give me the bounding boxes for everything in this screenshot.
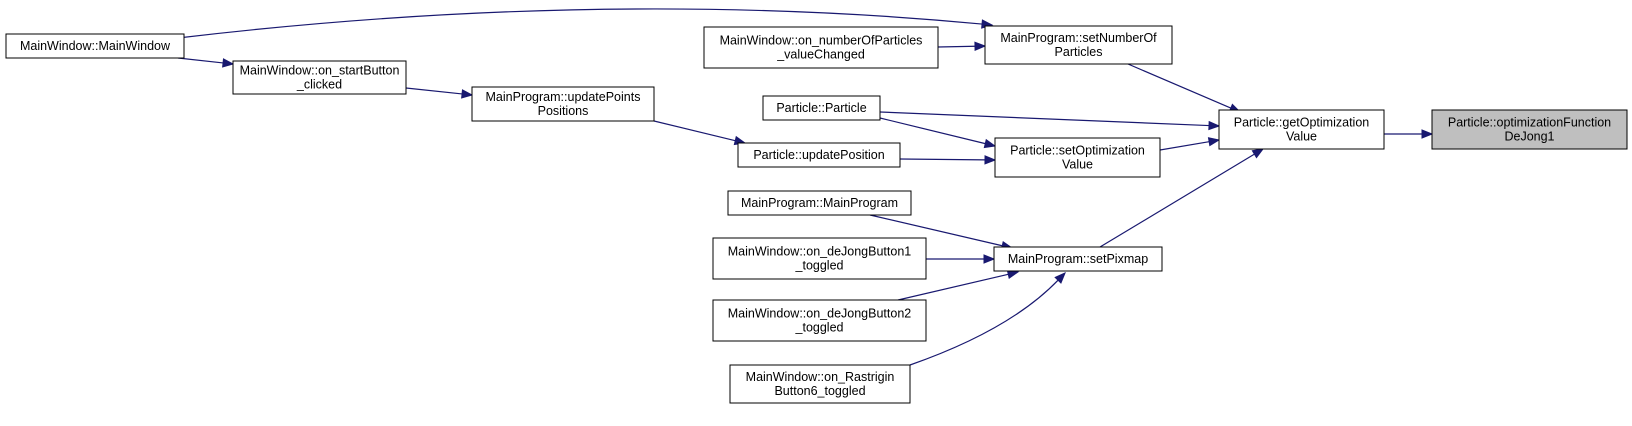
edge-line (869, 214, 1003, 247)
node-label: _clicked (296, 78, 342, 92)
arrowhead-icon (222, 58, 235, 68)
edge-line (937, 45, 976, 48)
arrowhead-icon (983, 138, 997, 149)
node-label: MainWindow::on_deJongButton1 (728, 245, 912, 259)
node-box (703, 26, 939, 69)
edge-line (897, 273, 1009, 301)
edge-mp_pix-to-p_getopt (1099, 148, 1265, 248)
arrowhead-icon (1208, 120, 1221, 131)
node-label: MainWindow::on_deJongButton2 (728, 307, 912, 321)
edge-line (1099, 153, 1255, 248)
edge-mp_setnum-to-p_getopt (1127, 63, 1242, 113)
edge-mw_start-to-mp_update (405, 87, 474, 99)
node-box (737, 142, 901, 168)
node-label: Value (1062, 158, 1093, 172)
node-label: Particle::setOptimization (1010, 144, 1145, 158)
node-mw-dj2[interactable]: MainWindow::on_deJongButton2_toggled (712, 299, 927, 342)
edge-p_particle-to-p_getopt (879, 111, 1221, 131)
node-box (727, 190, 912, 216)
node-box (994, 137, 1161, 178)
edge-line (1159, 141, 1210, 151)
arrowhead-icon (1006, 269, 1020, 280)
node-mw-start[interactable]: MainWindow::on_startButton_clicked (232, 60, 407, 95)
node-mw-mw[interactable]: MainWindow::MainWindow (5, 33, 185, 59)
node-label: Button6_toggled (774, 384, 865, 398)
arrowhead-icon (1421, 129, 1434, 139)
node-label: MainProgram::setNumberOf (1000, 31, 1157, 45)
node-label: Particle::updatePosition (753, 148, 884, 162)
node-label: Particle::getOptimization (1234, 116, 1370, 130)
edge-mw_numpart-to-mp_setnum (937, 41, 987, 51)
node-box (1431, 109, 1628, 150)
edge-p_particle-to-p_setopt (879, 117, 997, 149)
node-mw-dj1[interactable]: MainWindow::on_deJongButton1_toggled (712, 237, 927, 280)
node-mw-numpart[interactable]: MainWindow::on_numberOfParticles_valueCh… (703, 26, 939, 69)
node-label: MainWindow::MainWindow (20, 39, 171, 53)
node-label: MainProgram::updatePoints (486, 90, 641, 104)
node-label: Particles (1055, 45, 1103, 59)
node-box (762, 95, 881, 121)
edge-line (177, 8, 983, 39)
node-label: MainWindow::on_startButton (240, 64, 400, 78)
edge-mw_dj1-to-mp_pix (926, 254, 996, 264)
edge-line (879, 117, 986, 145)
node-label: Value (1286, 130, 1317, 144)
node-box (729, 364, 911, 404)
edge-line (1127, 63, 1232, 109)
edge-p_updpos-to-p_setopt (899, 155, 997, 165)
edge-mw_ras-to-mp_pix (909, 272, 1066, 366)
node-box (712, 299, 927, 342)
node-label: _valueChanged (776, 48, 865, 62)
nodes-layer: MainWindow::MainWindowMainWindow::on_sta… (5, 25, 1628, 404)
edge-p_setopt-to-p_getopt (1159, 137, 1221, 151)
node-label: Positions (538, 104, 589, 118)
edge-line (405, 87, 463, 95)
node-label: _toggled (795, 321, 844, 335)
edge-p_getopt-to-p_focus (1384, 129, 1434, 139)
arrowhead-icon (974, 41, 987, 51)
node-label: Particle::Particle (776, 101, 866, 115)
edge-line (879, 111, 1210, 127)
node-mp-pix[interactable]: MainProgram::setPixmap (993, 246, 1163, 272)
edge-line (909, 279, 1059, 366)
node-box (993, 246, 1163, 272)
edge-mp_update-to-p_updpos (653, 120, 747, 146)
node-box (5, 33, 185, 59)
node-label: DeJong1 (1504, 130, 1554, 144)
node-label: MainProgram::MainProgram (741, 196, 898, 210)
arrowhead-icon (984, 155, 997, 165)
edge-line (177, 57, 224, 64)
arrowhead-icon (1207, 137, 1221, 147)
node-label: _toggled (795, 259, 844, 273)
node-label: Particle::optimizationFunction (1448, 116, 1611, 130)
arrowhead-icon (983, 254, 996, 264)
edge-line (653, 120, 736, 142)
node-p-particle[interactable]: Particle::Particle (762, 95, 881, 121)
node-p-updpos[interactable]: Particle::updatePosition (737, 142, 901, 168)
arrowhead-icon (1251, 148, 1265, 159)
arrowhead-icon (461, 89, 474, 99)
node-box (232, 60, 407, 95)
arrowhead-icon (1054, 272, 1066, 284)
node-box (471, 86, 655, 122)
edge-line (899, 158, 986, 161)
node-mp-mp[interactable]: MainProgram::MainProgram (727, 190, 912, 216)
edge-mw_mw-to-mw_start (177, 57, 235, 68)
node-box (984, 25, 1173, 65)
node-label: MainWindow::on_numberOfParticles (720, 34, 923, 48)
node-box (712, 237, 927, 280)
node-box (1218, 109, 1385, 150)
node-label: MainWindow::on_Rastrigin (746, 370, 895, 384)
node-label: MainProgram::setPixmap (1008, 252, 1148, 266)
